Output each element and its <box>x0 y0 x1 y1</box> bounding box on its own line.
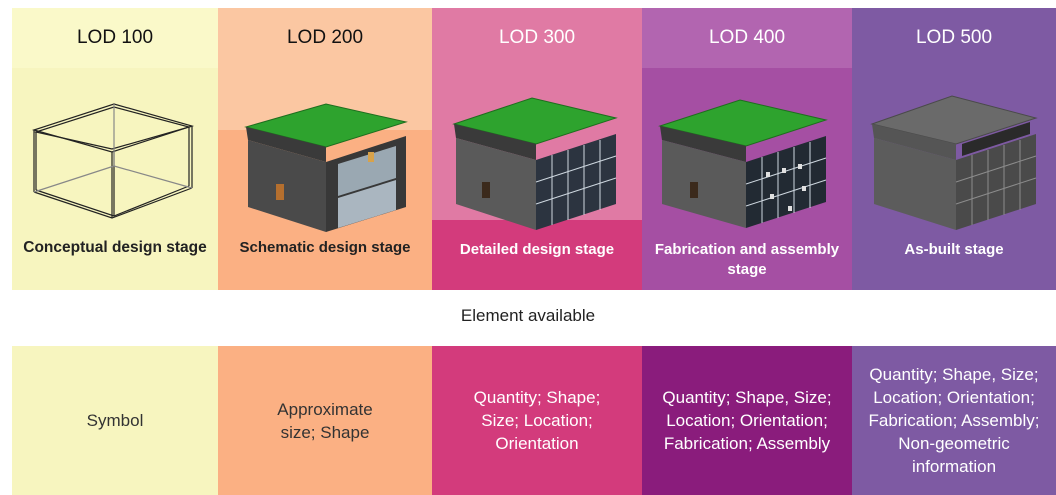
element-available-label: Element available <box>460 306 596 325</box>
lod-300-panel <box>432 220 642 290</box>
house-model-illustration <box>244 103 408 232</box>
lod-500-label: LOD 500 <box>852 8 1056 68</box>
lod-400-elements: Quantity; Shape, Size; Location; Orienta… <box>642 346 852 495</box>
lod-400-label: LOD 400 <box>642 8 852 68</box>
fabrication-house-illustration <box>658 99 828 228</box>
lod-200-stage: Schematic design stage <box>239 239 411 256</box>
detailed-house-illustration <box>452 97 618 230</box>
lod-400-column: LOD 400 Fabrication and assembly stage <box>642 8 852 290</box>
lod-100-column: LOD 100 Conceptual design stage <box>12 8 218 290</box>
lod-500-elements: Quantity; Shape, Size; Location; Orienta… <box>852 346 1056 495</box>
lod-400-stage: Fabrication and assembly stage <box>654 241 840 278</box>
wireframe-box-illustration <box>31 103 195 219</box>
as-built-house-illustration <box>870 95 1038 230</box>
lod-300-elements: Quantity; Shape; Size; Location; Orienta… <box>432 346 642 495</box>
lod-200-column: LOD 200 Schematic design stage <box>218 8 432 290</box>
lod-100-elements: Symbol <box>12 346 218 495</box>
lod-500-column: LOD 500 As-built stage <box>852 8 1056 290</box>
lod-500-stage: As-built stage <box>904 241 1004 258</box>
lod-300-stage: Detailed design stage <box>459 241 615 258</box>
lod-100-stage: Conceptual design stage <box>23 239 207 256</box>
lod-300-column: LOD 300 Detailed design stage <box>432 8 642 290</box>
lod-100-label: LOD 100 <box>12 8 218 68</box>
lod-200-elements: Approximate size; Shape <box>218 346 432 495</box>
lod-100-panel <box>12 68 218 290</box>
